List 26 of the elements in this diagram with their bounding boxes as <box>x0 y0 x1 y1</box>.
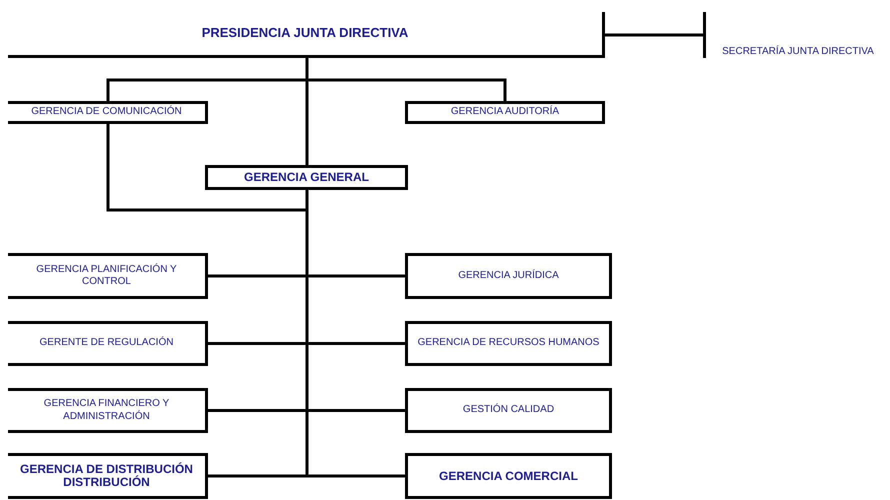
box-label: GERENCIA JURÍDICA <box>458 270 559 282</box>
box-label: PRESIDENCIA JUNTA DIRECTIVA <box>202 25 408 42</box>
box-label: GERENTE DE REGULACIÓN <box>40 337 174 350</box>
connector-line <box>605 34 703 36</box>
manager-box <box>8 388 208 433</box>
manager-box <box>8 253 208 299</box>
box-label: GERENCIA AUDITORÍA <box>450 106 560 119</box>
manager-box <box>8 321 208 366</box>
manager-box <box>8 453 208 499</box>
box-label: GERENCIA DE DISTRIBUCIÓN DISTRIBUCIÓN <box>19 463 194 489</box>
manager-box <box>8 101 208 124</box>
box-label: GERENCIA PLANIFICACIÓN Y CONTROL <box>35 264 178 288</box>
manager-box <box>405 253 612 299</box>
connector-line <box>106 124 308 212</box>
box-label: GERENCIA COMERCIAL <box>439 468 578 484</box>
box-label: GESTIÓN CALIDAD <box>462 404 554 417</box>
box-label: GERENCIA FINANCIERO Y ADMINISTRACIÓN <box>42 398 170 423</box>
box-label: GERENCIA DE RECURSOS HUMANOS <box>418 337 600 350</box>
box-label: GERENCIA DE COMUNICACIÓN <box>31 106 182 119</box>
box-label: SECRETARÍA JUNTA DIRECTIVA <box>722 46 874 58</box>
box-label: GERENCIA GENERAL <box>244 170 369 185</box>
manager-box <box>405 101 605 124</box>
manager-box <box>405 453 612 499</box>
general-manager-box <box>205 165 408 190</box>
manager-box <box>405 388 612 433</box>
manager-box <box>405 321 612 366</box>
